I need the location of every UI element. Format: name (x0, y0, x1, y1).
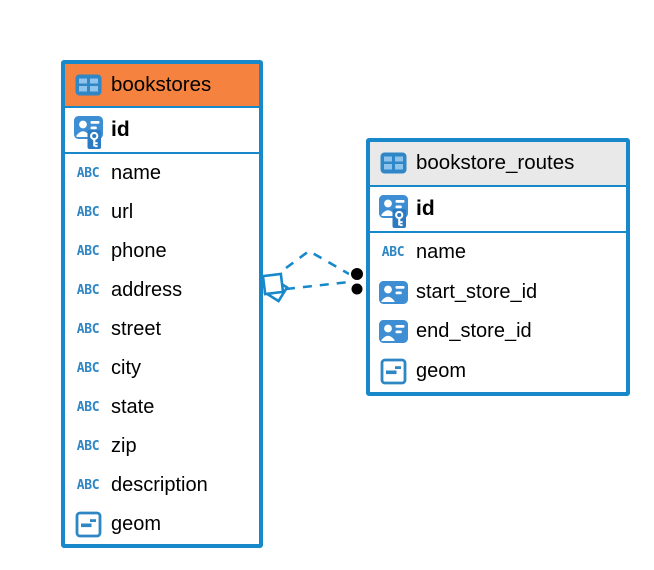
text-type-icon: ABC (76, 478, 100, 493)
relationship-line-end-store[interactable] (285, 280, 350, 291)
table-title: bookstores (111, 72, 212, 96)
table-title: bookstore_routes (416, 151, 575, 175)
column-name: state (111, 396, 155, 418)
column-name: start_store_id (416, 280, 538, 303)
primary-key-icon (72, 108, 104, 151)
text-type-icon: ABC (76, 361, 100, 376)
column-row-id[interactable]: id (370, 186, 626, 233)
text-type-icon: ABC (76, 439, 100, 454)
text-type-icon: ABC (76, 244, 100, 259)
foreign-key-icon (377, 319, 409, 344)
column-name: address (111, 279, 183, 301)
text-type-icon: ABC (381, 245, 405, 261)
text-type-icon: ABC (76, 400, 100, 415)
column-name: zip (111, 435, 137, 457)
column-row-zip[interactable]: ABC zip (65, 427, 259, 466)
column-name: phone (111, 240, 167, 262)
column-row-phone[interactable]: ABC phone (65, 232, 259, 271)
text-type-icon: ABC (76, 166, 100, 181)
column-row-name[interactable]: ABC name (65, 154, 259, 193)
geometry-type-icon (377, 358, 409, 385)
text-type-icon: ABC (76, 283, 100, 298)
table-bookstores[interactable]: bookstores id ABC (61, 60, 263, 548)
table-grid-icon (377, 152, 409, 174)
text-type-icon: ABC (76, 322, 100, 337)
column-name: url (111, 201, 134, 223)
column-name: city (111, 357, 141, 379)
column-row-url[interactable]: ABC url (65, 193, 259, 232)
column-row-id[interactable]: id (65, 107, 259, 154)
column-name: end_store_id (416, 320, 532, 343)
column-row-state[interactable]: ABC state (65, 388, 259, 427)
column-row-street[interactable]: ABC street (65, 310, 259, 349)
column-row-address[interactable]: ABC address (65, 271, 259, 310)
text-type-icon: ABC (76, 205, 100, 220)
column-row-geom[interactable]: geom (370, 352, 626, 392)
dot-marker-lower (349, 281, 365, 297)
column-row-city[interactable]: ABC city (65, 349, 259, 388)
table-bookstores-header[interactable]: bookstores (65, 64, 259, 108)
relationship-line-start-store[interactable] (285, 249, 350, 276)
column-row-description[interactable]: ABC description (65, 466, 259, 505)
dot-markers[interactable] (349, 266, 365, 297)
table-grid-icon (72, 74, 104, 96)
column-name: id (111, 117, 130, 141)
column-name: name (416, 241, 467, 264)
diamond-stack-marker[interactable] (261, 272, 289, 303)
geometry-type-icon (72, 511, 104, 538)
foreign-key-icon (377, 280, 409, 305)
column-row-geom[interactable]: geom (65, 505, 259, 544)
column-row-start-store-id[interactable]: start_store_id (370, 273, 626, 313)
table-bookstore-routes[interactable]: bookstore_routes id ABC (366, 138, 630, 396)
column-row-name[interactable]: ABC name (370, 233, 626, 273)
column-name: name (111, 162, 162, 184)
dot-marker-upper (349, 266, 365, 282)
column-name: street (111, 318, 162, 340)
column-name: geom (111, 513, 162, 535)
column-name: description (111, 474, 208, 496)
primary-key-icon (377, 187, 409, 230)
column-name: id (416, 196, 435, 220)
column-row-end-store-id[interactable]: end_store_id (370, 312, 626, 352)
table-bookstore-routes-header[interactable]: bookstore_routes (370, 142, 626, 187)
column-name: geom (416, 359, 467, 382)
